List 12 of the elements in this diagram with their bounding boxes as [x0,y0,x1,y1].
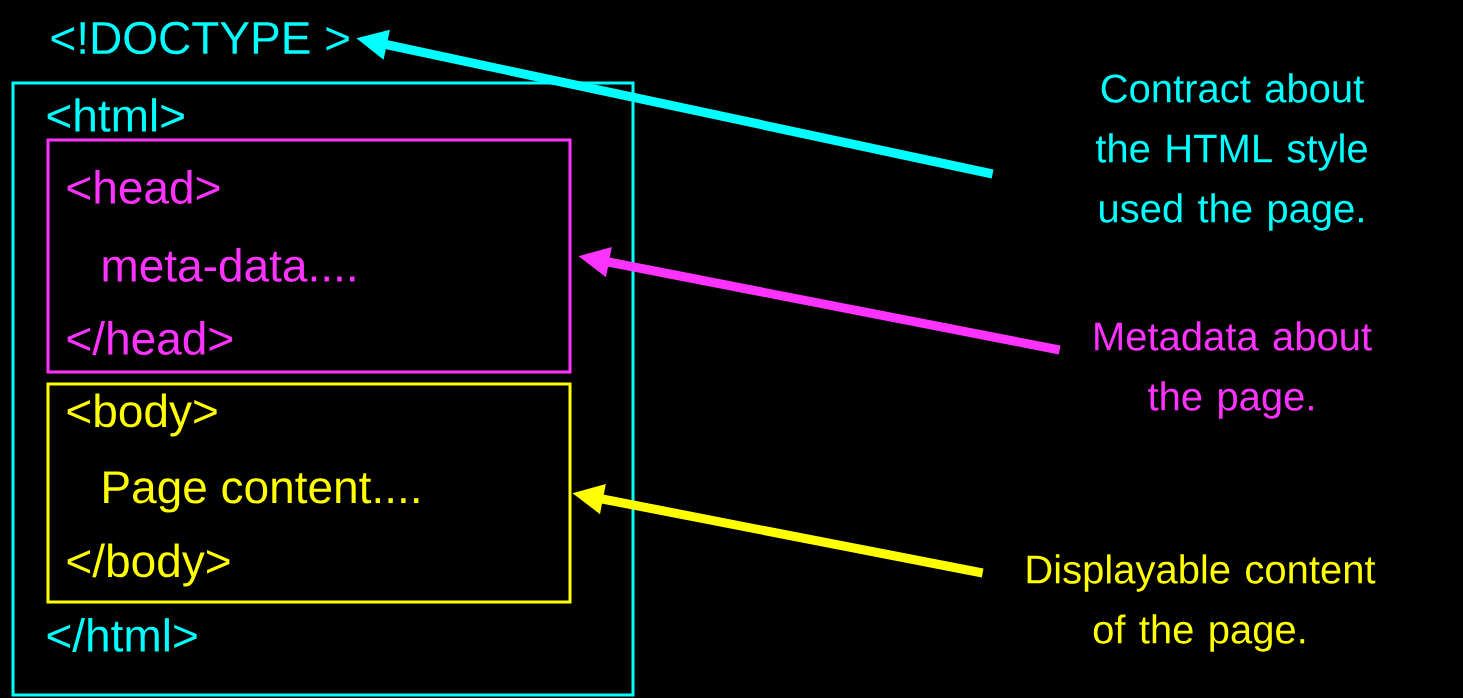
code-line: meta-data.... [103,248,355,282]
code-line: </html> [47,618,197,652]
code-line: <head> [67,170,220,204]
code-line: <!DOCTYPE > [51,21,349,55]
annotation-text: Contract about the HTML style used the page. [1095,73,1367,231]
code-line: <body> [67,393,217,437]
code-line: <html> [47,98,184,132]
annotation-text: Metadata about the page. [1095,321,1372,419]
code-line: Page content.... [104,471,419,513]
code-line: </body> [67,543,230,587]
annotation-text: Displayable content of the page. [1027,554,1376,652]
code-line: </head> [67,321,232,355]
